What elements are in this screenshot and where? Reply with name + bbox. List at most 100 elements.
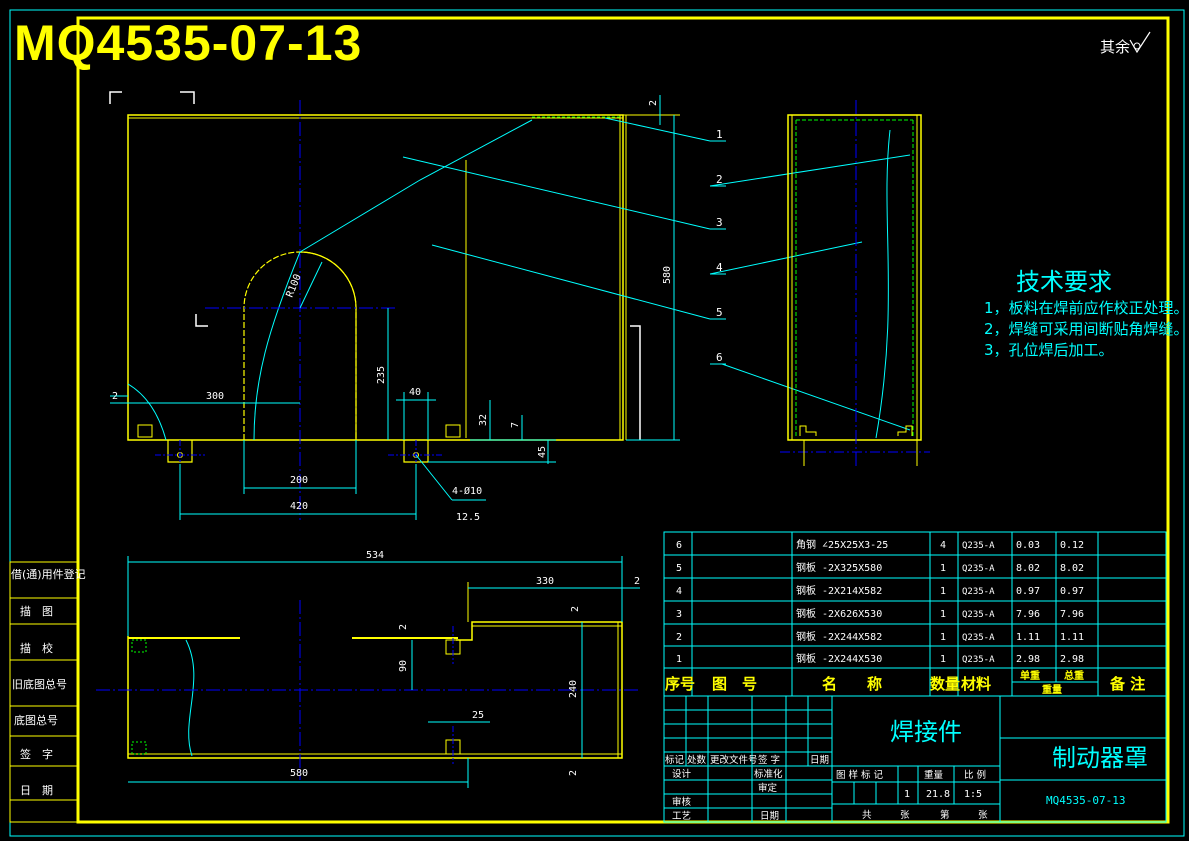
tech-req-item-1: 1，板料在焊前应作校正处理。 — [984, 299, 1189, 317]
front-outline — [127, 114, 624, 441]
tb-label-sheet2: 张 — [978, 810, 988, 821]
tech-req-title: 技术要求 — [1016, 268, 1112, 296]
side-curve — [875, 129, 891, 439]
tech-req-item-3: 3，孔位焊后加工。 — [984, 341, 1114, 359]
tb-label-total-sheets: 共 — [862, 810, 872, 821]
bom-cell-qty: 4 — [940, 540, 946, 551]
dim-text-235: 235 — [376, 366, 387, 384]
bom-cell-unit: 0.03 — [1016, 540, 1040, 551]
dim-text-hole-sub: 12.5 — [456, 512, 480, 523]
dim-text-300: 300 — [206, 391, 224, 402]
top-dim-text-90: 90 — [398, 660, 409, 672]
tb-label-design: 设计 — [672, 768, 692, 780]
dim-text-r100: R100 — [285, 273, 304, 299]
bom-cell-total: 0.97 — [1060, 586, 1084, 597]
tb-label-sheet-no: 第 — [940, 809, 950, 821]
bom-cell-no: 6 — [676, 540, 682, 551]
tb-drawing-no: MQ4535-07-13 — [1046, 794, 1125, 807]
bom-header-total: 总重 — [1064, 669, 1084, 682]
left-strip-label: 描 校 — [20, 641, 53, 655]
tb-value-scale: 1:5 — [964, 789, 982, 800]
front-pad-left — [137, 424, 153, 438]
title-block: 焊接件 制动器罩 MQ4535-07-13 标记 处数 更改文件号 签 字 日期… — [663, 695, 1167, 823]
bom-cell-total: 0.12 — [1060, 540, 1084, 551]
top-dim-text-2b: 2 — [570, 606, 581, 612]
left-strip-label: 借(通)用件登记 — [11, 567, 86, 581]
balloon-5: 5 — [716, 306, 723, 319]
left-strip-label: 日 期 — [20, 784, 53, 797]
tb-label-sign: 签 字 — [758, 754, 780, 766]
bom-cell-qty: 1 — [940, 586, 946, 597]
top-pad-1 — [131, 639, 147, 653]
dim-text-40: 40 — [409, 387, 421, 398]
bom-cell-unit: 0.97 — [1016, 586, 1040, 597]
tb-label-date: 日期 — [760, 811, 779, 822]
bom-cell-unit: 1.11 — [1016, 632, 1040, 643]
bom-header-unit: 单重 — [1020, 669, 1040, 682]
bom-cell-qty: 1 — [940, 563, 946, 574]
tb-label-weight: 重量 — [924, 769, 944, 781]
tb-label-scale: 比 例 — [964, 769, 986, 781]
roughness-circle-icon — [1133, 42, 1141, 50]
tech-req-item-2: 2，焊缝可采用间断贴角焊缝。 — [984, 320, 1189, 338]
bom-cell-qty: 1 — [940, 609, 946, 620]
bom-header-drawing: 图 号 — [712, 675, 757, 693]
tb-label-sheet: 张 — [900, 810, 910, 821]
top-dim-text-580: 580 — [290, 768, 308, 779]
top-dim-text-240: 240 — [568, 680, 579, 698]
top-dim-text-330: 330 — [536, 576, 554, 587]
surface-roughness-note: 其余 — [1100, 38, 1130, 56]
section-mark-right2 — [630, 325, 641, 440]
front-curve-left — [253, 251, 301, 441]
title-block-frame — [663, 695, 1167, 823]
balloon-2: 2 — [716, 173, 723, 186]
bom-frame — [663, 531, 1167, 697]
bom-cell-total: 7.96 — [1060, 609, 1084, 620]
bom-header-weight: 重量 — [1042, 683, 1062, 696]
dim-text-580: 580 — [662, 266, 673, 284]
bom-cell-name: 钢板 -2X325X580 — [796, 561, 882, 574]
bom-cell-total: 1.11 — [1060, 632, 1084, 643]
tb-part-type: 焊接件 — [890, 718, 962, 746]
bom-cell-material: Q235-A — [962, 633, 995, 643]
section-mark-right — [180, 91, 195, 104]
tb-label-stage: 图 样 标 记 — [836, 769, 884, 781]
bom-cell-no: 4 — [676, 586, 682, 597]
bom-cell-name: 角钢 ∠25X25X3-25 — [796, 538, 888, 551]
inner-frame — [76, 16, 1170, 824]
tb-label-review: 审定 — [758, 782, 778, 794]
bom-cell-name: 钢板 -2X214X582 — [796, 584, 882, 597]
dim-text-7: 7 — [510, 422, 521, 428]
top-dim-text-2a: 2 — [634, 576, 640, 587]
section-mark-left — [109, 91, 122, 104]
left-strip-label: 底图总号 — [14, 713, 58, 727]
bom-cell-qty: 1 — [940, 632, 946, 643]
tb-label-mark: 标记 — [665, 754, 685, 766]
dim-arc-left — [127, 383, 167, 441]
bom-header-no: 序号 — [665, 675, 695, 693]
dim-text-hole: 4-Ø10 — [452, 485, 482, 497]
bom-cell-no: 5 — [676, 563, 682, 574]
bom-cell-name: 钢板 -2X244X530 — [796, 652, 882, 665]
tb-label-standardize: 标准化 — [754, 768, 783, 780]
roughness-symbol-icon — [1129, 31, 1151, 54]
top-dim-text-25: 25 — [472, 710, 484, 721]
dim-text-2top: 2 — [648, 100, 659, 106]
bom-cell-total: 8.02 — [1060, 563, 1084, 574]
balloon-6: 6 — [716, 351, 723, 364]
left-strip-label: 旧底图总号 — [12, 677, 67, 691]
left-registration-strip: 借(通)用件登记 描 图 描 校 旧底图总号 底图总号 签 字 日 期 — [9, 561, 86, 823]
big-drawing-number: MQ4535-07-13 — [14, 15, 362, 71]
tech-requirements: 技术要求 1，板料在焊前应作校正处理。 2，焊缝可采用间断贴角焊缝。 3，孔位焊… — [984, 268, 1189, 359]
tb-label-date-small: 日期 — [810, 755, 829, 766]
top-curve — [185, 639, 195, 757]
bom-cell-unit: 8.02 — [1016, 563, 1040, 574]
front-slant-edge — [299, 119, 533, 253]
bom-header-qty: 数量 — [930, 675, 960, 693]
top-dim-text-534: 534 — [366, 550, 384, 561]
bom-cell-qty: 1 — [940, 654, 946, 665]
balloon-4: 4 — [716, 261, 723, 274]
front-arch-solid — [299, 251, 357, 440]
